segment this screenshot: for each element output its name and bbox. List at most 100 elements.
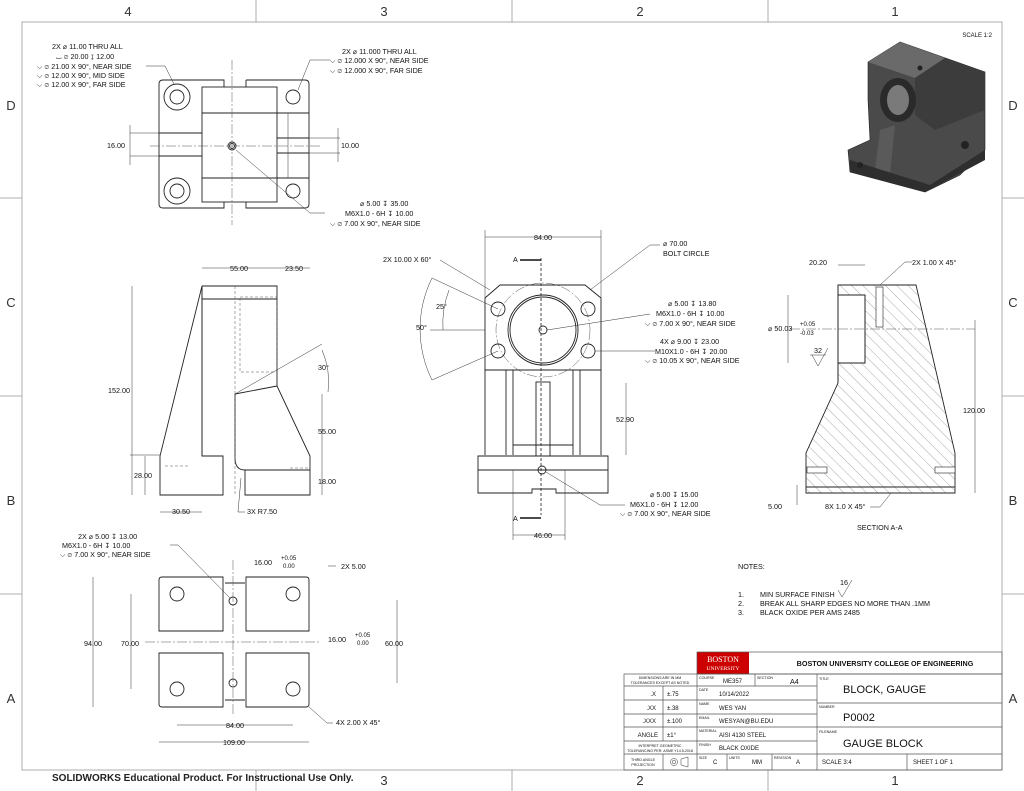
dim-2x-5: 2X 5.00 <box>341 562 366 571</box>
chamfer-top: 2X 1.00 X 45° <box>912 258 957 267</box>
name-value: WES YAN <box>719 706 746 712</box>
dim-46: 46.00 <box>534 531 552 540</box>
org-name: BOSTON UNIVERSITY COLLEGE OF ENGINEERING <box>797 659 974 668</box>
callout-front-bottom-2: M6X1.0 - 6H ↧ 12.00 <box>630 500 698 509</box>
revision-label: REVISION <box>774 756 792 760</box>
finish-label: FINISH <box>699 743 711 747</box>
title-block: BOSTON UNIVERSITY BOSTON UNIVERSITY COLL… <box>623 651 1003 771</box>
chamfer-bottom: 8X 1.0 X 45° <box>825 502 866 511</box>
section-value: A4 <box>790 677 799 686</box>
callout-bottom-2: M6X1.0 - 6H ↧ 10.00 <box>62 541 130 550</box>
zone-row-a: A <box>7 691 16 706</box>
dim-52-90: 52.90 <box>616 415 634 424</box>
email-value: WESYAN@BU.EDU <box>719 719 773 725</box>
dim-5: 5.00 <box>768 502 782 511</box>
zone-col-1: 1 <box>891 4 898 19</box>
dim-23-50: 23.50 <box>285 264 303 273</box>
gdt-note-1: INTERPRET GEOMETRIC <box>638 744 681 748</box>
notes: NOTES: 16 1. MIN SURFACE FINISH 2. BREAK… <box>738 562 930 617</box>
dim-bore: ⌀ 50.03 <box>768 324 792 333</box>
gdt-note-2: TOLERANCING PER: ASME Y14.5-2018 <box>627 749 693 753</box>
drawing-title: BLOCK, GAUGE <box>843 684 926 696</box>
angle-50: 50° <box>416 323 427 332</box>
drawing-number: P0002 <box>843 712 875 724</box>
filename-label: FILENAME <box>819 730 838 734</box>
section-marker-top: A <box>513 255 518 264</box>
zone-row-c: C <box>6 295 15 310</box>
callout-front-holes-1: 4X ⌀ 9.00 ↧ 23.00 <box>660 337 719 346</box>
dim-120: 120.00 <box>963 406 985 415</box>
dim-60: 60.00 <box>385 639 403 648</box>
finish-32: 32 <box>814 346 822 355</box>
bu-logo-line2: UNIVERSITY <box>707 666 740 672</box>
callout-top-left-3: ⌵ ⌀ 21.00 X 90°, NEAR SIDE <box>37 62 132 71</box>
callout-top-left-5: ⌵ ⌀ 12.00 X 90°, FAR SIDE <box>37 80 126 89</box>
note-2-text: BREAK ALL SHARP EDGES NO MORE THAN .1MM <box>760 599 930 608</box>
dim-slot-side: 16.00 <box>328 635 346 644</box>
tol-x-value: ±.75 <box>667 692 679 698</box>
note-3-text: BLACK OXIDE PER AMS 2485 <box>760 608 860 617</box>
material-label: MATERIAL <box>699 729 717 733</box>
callout-top-left-2: ⌴ ⌀ 20.00 ↧ 12.00 <box>56 52 114 61</box>
callout-front-center-1: ⌀ 5.00 ↧ 13.80 <box>668 299 716 308</box>
bottom-view: 94.00 70.00 60.00 84.00 109.00 16.00 +0.… <box>60 532 403 747</box>
slot-side-tol-plus: +0.05 <box>355 633 371 639</box>
zone-col-4: 4 <box>124 4 131 19</box>
zone-row-d-right: D <box>1008 98 1017 113</box>
zone-row-b-right: B <box>1009 493 1018 508</box>
size-value: C <box>713 760 718 766</box>
section-title: SECTION A-A <box>857 523 903 532</box>
dim-84-front: 84.00 <box>534 233 552 242</box>
dim-109: 109.00 <box>223 738 245 747</box>
material-value: AISI 4130 STEEL <box>719 733 767 739</box>
zone-col-3: 3 <box>380 4 387 19</box>
tol-angle-label: ANGLE <box>638 733 658 739</box>
units-label: UNITS <box>729 756 740 760</box>
tol-xxx-label: .XXX <box>642 719 656 725</box>
callout-front-holes-3: ⌵ ⌀ 10.05 X 90°, NEAR SIDE <box>645 356 740 365</box>
callout-front-bottom-1: ⌀ 5.00 ↧ 15.00 <box>650 490 698 499</box>
note-3-num: 3. <box>738 608 744 617</box>
section-marker-bottom: A <box>513 514 518 523</box>
top-view: 16.00 10.00 2X ⌀ 11.00 THRU ALL ⌴ ⌀ 20.0… <box>37 42 429 228</box>
slot-top-tol-plus: +0.05 <box>281 556 297 562</box>
callout-top-right-1: 2X ⌀ 11.000 THRU ALL <box>342 47 417 56</box>
dim-radius: 3X R7.50 <box>247 507 277 516</box>
drawing-filename: GAUGE BLOCK <box>843 738 924 750</box>
callout-bottom-1: 2X ⌀ 5.00 ↧ 13.00 <box>78 532 137 541</box>
dim-10: 10.00 <box>341 141 359 150</box>
dim-84-bottom: 84.00 <box>226 721 244 730</box>
bu-logo <box>697 652 749 674</box>
zone-row-d: D <box>6 98 15 113</box>
notes-heading: NOTES: <box>738 562 765 571</box>
section-view: 20.20 2X 1.00 X 45° ⌀ 50.03 +0.05 -0.03 … <box>768 258 985 532</box>
zone-col-2: 2 <box>636 4 643 19</box>
dim-152: 152.00 <box>108 386 130 395</box>
projection-1: THIRD ANGLE <box>631 758 656 762</box>
zone-row-b: B <box>7 493 16 508</box>
bolt-circle-dia: ⌀ 70.00 <box>663 239 687 248</box>
zone-col-3-bottom: 3 <box>380 773 387 788</box>
sheet-value: SHEET 1 OF 1 <box>913 760 954 766</box>
dim-30-50: 30.50 <box>172 507 190 516</box>
tol-header-2: TOLERANCES EXCEPT AS NOTED <box>631 681 690 685</box>
course-label: COURSE <box>699 676 715 680</box>
angle-25: 25° <box>436 302 447 311</box>
chamfer-callout: 2X 10.00 X 60° <box>383 255 432 264</box>
revision-value: A <box>796 760 800 766</box>
slot-side-tol-zero: 0.00 <box>357 641 369 647</box>
front-view: 84.00 46.00 52.90 2X 10.00 X 60° ⌀ 70.00… <box>383 230 740 540</box>
number-label: NUMBER <box>819 705 835 709</box>
scale-label: SCALE 1:2 <box>962 33 992 39</box>
tol-xx-value: ±.38 <box>667 706 679 712</box>
dim-70: 70.00 <box>121 639 139 648</box>
dim-55-mid: 55.00 <box>318 427 336 436</box>
third-angle-projection-icon <box>670 756 689 768</box>
chamfer-4x: 4X 2.00 X 45° <box>336 718 381 727</box>
bu-logo-line1: BOSTON <box>707 655 739 664</box>
callout-top-center-3: ⌵ ⌀ 7.00 X 90°, NEAR SIDE <box>330 219 421 228</box>
note-1-text: MIN SURFACE FINISH <box>760 590 835 599</box>
callout-top-right-2: ⌵ ⌀ 12.000 X 90°, NEAR SIDE <box>330 56 429 65</box>
